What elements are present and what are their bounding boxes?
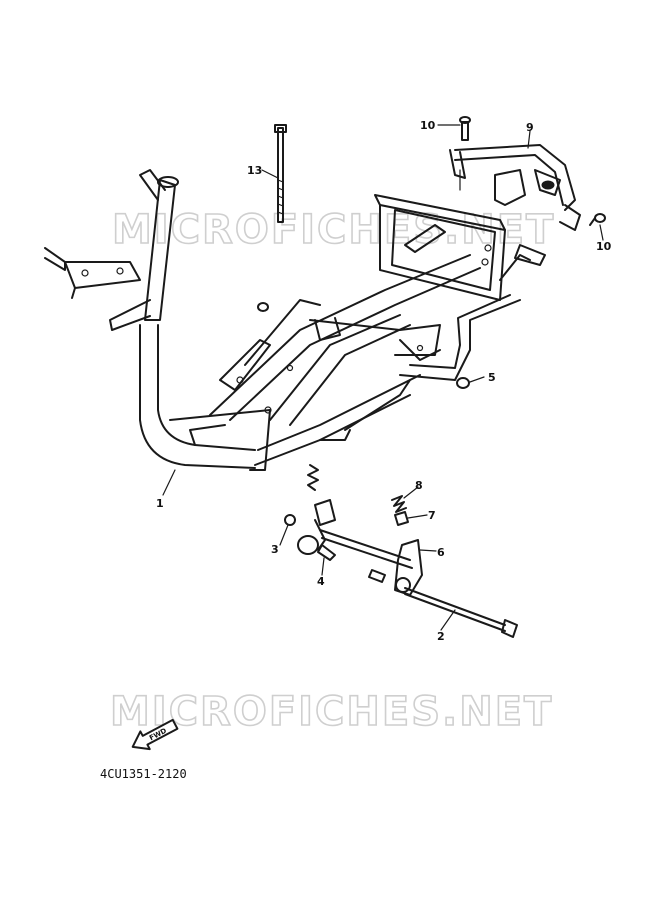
callout-labels: 1 2 3 4 5 6 7 8 9 10 10 13 xyxy=(156,119,612,643)
watermark-bottom: MICROFICHES.NET xyxy=(110,689,553,735)
part-7-collar xyxy=(394,511,409,526)
callout-4: 4 xyxy=(317,575,325,588)
watermark-top: MICROFICHES.NET xyxy=(112,207,555,253)
callout-1: 1 xyxy=(156,497,164,510)
callout-3: 3 xyxy=(271,543,279,556)
callout-10-upper: 10 xyxy=(420,119,436,132)
main-frame xyxy=(44,169,546,471)
part-10-bolt-upper xyxy=(459,116,471,141)
callout-10-right: 10 xyxy=(596,240,612,253)
part-8-spring xyxy=(391,495,407,513)
callout-5: 5 xyxy=(488,371,496,384)
part-4-pin xyxy=(317,544,336,561)
callout-13: 13 xyxy=(247,164,262,177)
part-3-washer xyxy=(284,514,296,526)
callout-9: 9 xyxy=(526,121,534,134)
part-5-nut xyxy=(257,302,470,389)
part-9-bracket xyxy=(449,144,581,231)
callout-2: 2 xyxy=(437,630,445,643)
callout-8: 8 xyxy=(415,479,423,492)
figure-code: 4CU1351-2120 xyxy=(100,767,187,781)
part-2-shaft xyxy=(404,587,506,626)
part-8-spring-left xyxy=(307,464,319,491)
stand-assembly xyxy=(284,464,518,638)
part-10-bolt-right xyxy=(589,213,606,226)
callout-6: 6 xyxy=(437,546,445,559)
leader-lines xyxy=(162,124,604,631)
part-13-long-bolt xyxy=(274,124,287,223)
callout-7: 7 xyxy=(428,509,436,522)
